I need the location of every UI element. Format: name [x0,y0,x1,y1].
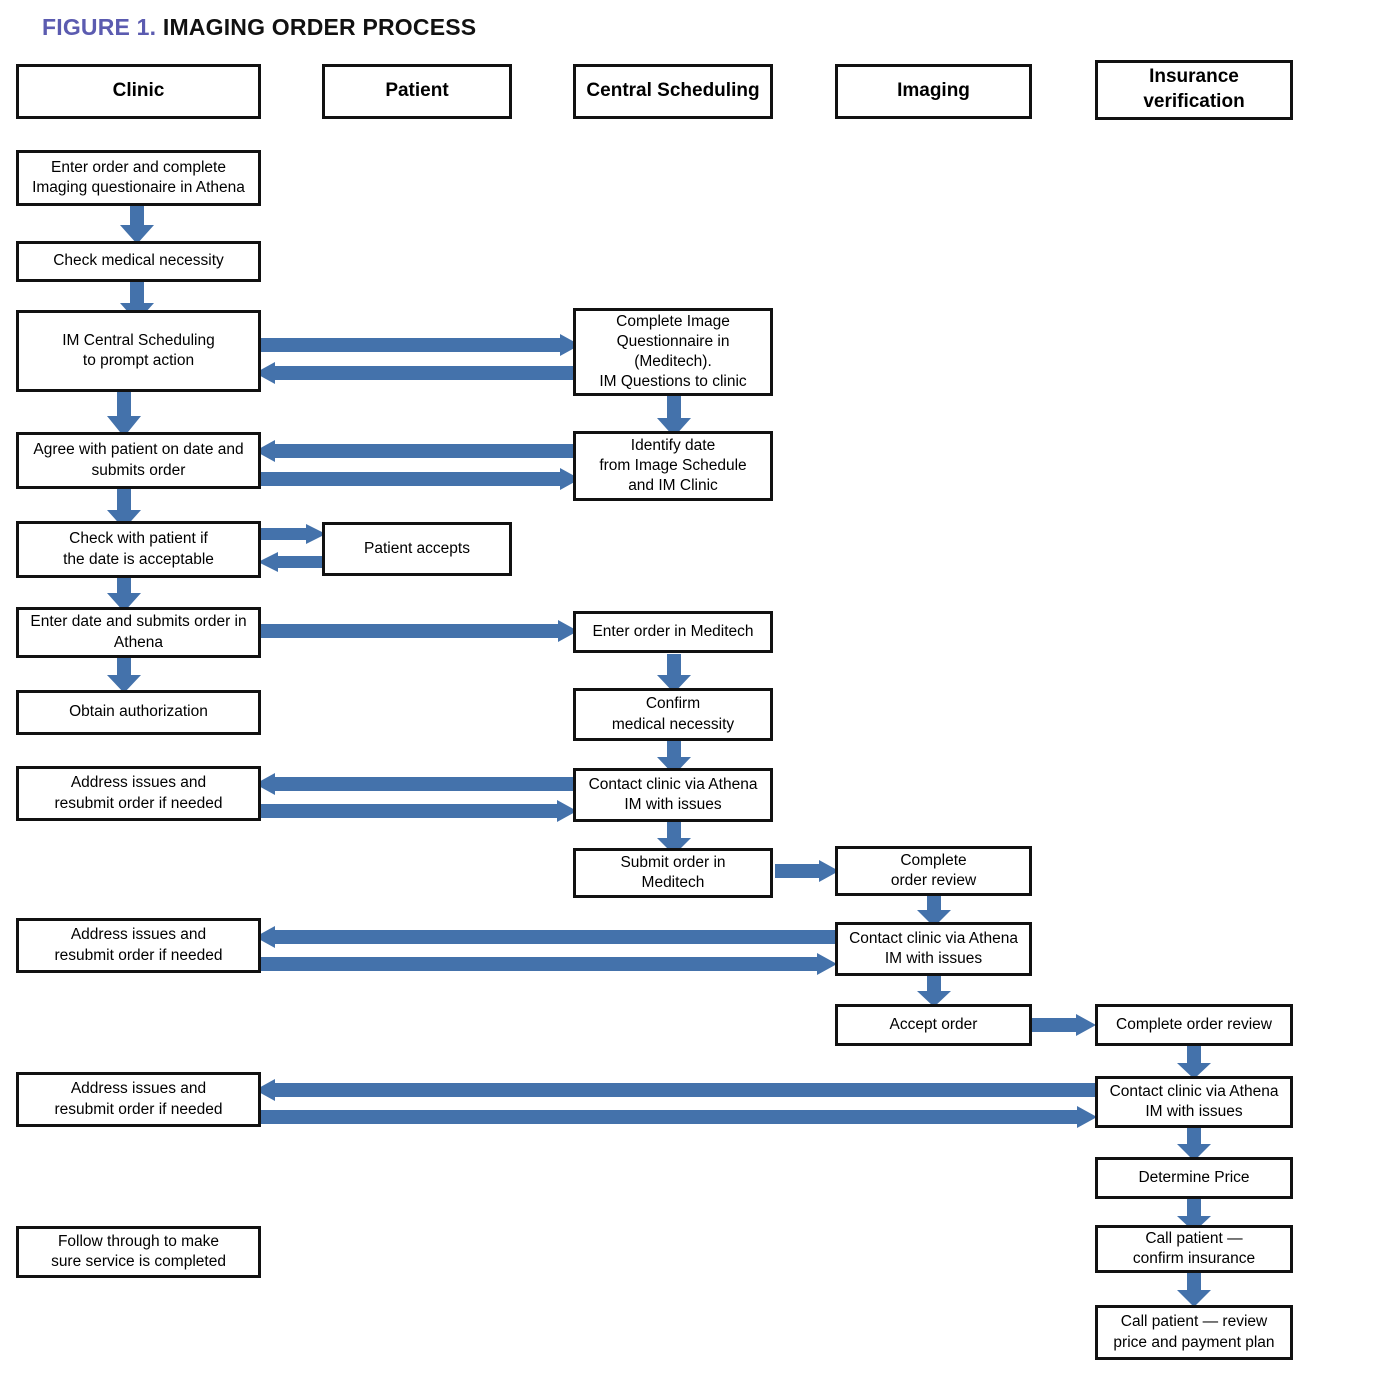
column-header-insurance-verification: Insurance verification [1095,60,1293,120]
column-header-patient: Patient [322,64,512,119]
node-patient-accepts[interactable]: Patient accepts [322,522,512,576]
arrow-patient-accepts-to-check-patient [258,552,326,572]
arrow-determine-price-to-call-patient-confirm [1170,1197,1218,1233]
node-submit-order-meditech[interactable]: Submit order in Meditech [573,848,773,898]
column-header-clinic: Clinic [16,64,261,119]
arrow-enter-order-to-confirm-necessity [650,654,698,694]
arrow-questionnaire-to-im-scheduling [255,362,580,384]
column-header-central-scheduling: Central Scheduling [573,64,773,119]
node-address-issues-1[interactable]: Address issues and resubmit order if nee… [16,766,261,821]
node-complete-order-review-imaging[interactable]: Complete order review [835,846,1032,896]
node-obtain-authorization[interactable]: Obtain authorization [16,690,261,735]
arrow-im-scheduling-to-questionnaire [255,334,580,356]
node-confirm-medical-necessity[interactable]: Confirm medical necessity [573,688,773,741]
node-enter-order[interactable]: Enter order and complete Imaging questio… [16,150,261,206]
arrow-contact-clinic-cs-to-submit-order [650,818,698,856]
node-agree-with-patient[interactable]: Agree with patient on date and submits o… [16,432,261,489]
arrow-confirm-necessity-to-contact-clinic-cs [650,736,698,776]
arrow-complete-order-review-img-to-contact-clinic-img [910,890,958,928]
arrow-enter-order-to-check-necessity [113,203,161,245]
node-enter-order-meditech[interactable]: Enter order in Meditech [573,611,773,653]
node-address-issues-2[interactable]: Address issues and resubmit order if nee… [16,918,261,973]
node-call-patient-review-price[interactable]: Call patient — review price and payment … [1095,1305,1293,1360]
arrow-submit-order-to-complete-order-review-img [775,860,839,882]
arrow-contact-clinic-img-to-address-issues-2 [255,926,837,948]
arrow-questionnaire-to-identify-date [650,396,698,438]
arrow-check-patient-to-patient-accepts [258,524,326,544]
arrow-agree-patient-to-check-patient [100,488,148,530]
node-accept-order[interactable]: Accept order [835,1004,1032,1046]
arrow-identify-date-to-agree-patient [255,440,580,462]
node-enter-date-submits-order[interactable]: Enter date and submits order in Athena [16,607,261,658]
node-follow-through[interactable]: Follow through to make sure service is c… [16,1226,261,1278]
arrow-contact-clinic-ins-to-determine-price [1170,1124,1218,1162]
arrow-address-issues-3-to-contact-clinic-ins [255,1106,1097,1128]
arrow-check-patient-to-enter-date [100,571,148,613]
node-im-central-scheduling[interactable]: IM Central Scheduling to prompt action [16,310,261,392]
arrow-address-issues-1-to-contact-clinic-cs [255,800,577,822]
figure-number: FIGURE 1. [42,14,157,40]
node-check-medical-necessity[interactable]: Check medical necessity [16,241,261,282]
node-contact-clinic-insurance[interactable]: Contact clinic via Athena IM with issues [1095,1076,1293,1128]
arrow-im-scheduling-to-agree-patient [100,392,148,438]
node-contact-clinic-imaging[interactable]: Contact clinic via Athena IM with issues [835,922,1032,976]
node-identify-date[interactable]: Identify date from Image Schedule and IM… [573,431,773,501]
figure-title: FIGURE 1. IMAGING ORDER PROCESS [42,14,476,41]
arrow-complete-order-review-ins-to-contact-clinic-ins [1170,1044,1218,1080]
node-check-with-patient[interactable]: Check with patient if the date is accept… [16,521,261,578]
node-call-patient-confirm-insurance[interactable]: Call patient — confirm insurance [1095,1225,1293,1273]
arrow-enter-date-to-enter-order-meditech [258,620,578,642]
arrow-contact-clinic-img-to-accept-order [910,972,958,1008]
node-determine-price[interactable]: Determine Price [1095,1157,1293,1199]
arrow-contact-clinic-ins-to-address-issues-3 [255,1079,1097,1101]
figure-title-text: IMAGING ORDER PROCESS [162,14,477,40]
arrow-agree-patient-to-identify-date [255,468,580,490]
column-header-imaging: Imaging [835,64,1032,119]
node-address-issues-3[interactable]: Address issues and resubmit order if nee… [16,1072,261,1127]
arrow-call-patient-confirm-to-call-patient-review [1170,1270,1218,1308]
node-complete-image-questionnaire[interactable]: Complete Image Questionnaire in (Meditec… [573,308,773,396]
node-complete-order-review-insurance[interactable]: Complete order review [1095,1004,1293,1046]
arrow-contact-clinic-cs-to-address-issues-1 [255,773,577,795]
arrow-address-issues-2-to-contact-clinic-img [255,953,837,975]
arrow-enter-date-to-obtain-auth [100,654,148,694]
arrow-accept-order-to-complete-order-review-ins [1032,1014,1096,1036]
node-contact-clinic-central-scheduling[interactable]: Contact clinic via Athena IM with issues [573,768,773,822]
